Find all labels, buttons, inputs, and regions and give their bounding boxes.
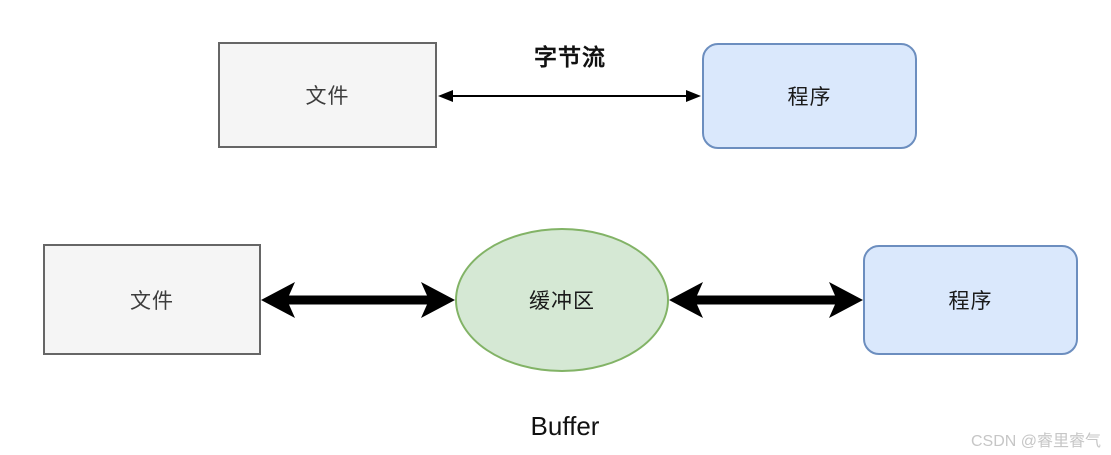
file-box-bottom: 文件 bbox=[43, 244, 261, 355]
buffer-ellipse: 缓冲区 bbox=[455, 228, 669, 372]
program-box-top-label: 程序 bbox=[787, 86, 832, 109]
buffer-ellipse-label: 缓冲区 bbox=[529, 290, 595, 313]
file-box-top: 文件 bbox=[218, 42, 437, 148]
file-box-bottom-label: 文件 bbox=[130, 289, 174, 313]
csdn-watermark: CSDN @睿里睿气 bbox=[970, 433, 1101, 450]
program-box-bottom-label: 程序 bbox=[948, 290, 993, 313]
program-box-top: 程序 bbox=[702, 43, 917, 149]
file-box-top-label: 文件 bbox=[305, 85, 350, 108]
byte-stream-label: 字节流 bbox=[534, 44, 606, 70]
buffer-caption: Buffer bbox=[530, 411, 600, 441]
program-box-bottom: 程序 bbox=[863, 245, 1078, 355]
byte-stream-double-arrow bbox=[438, 90, 701, 102]
thick-double-arrow-left bbox=[261, 282, 455, 318]
thick-double-arrow-right bbox=[669, 282, 863, 318]
